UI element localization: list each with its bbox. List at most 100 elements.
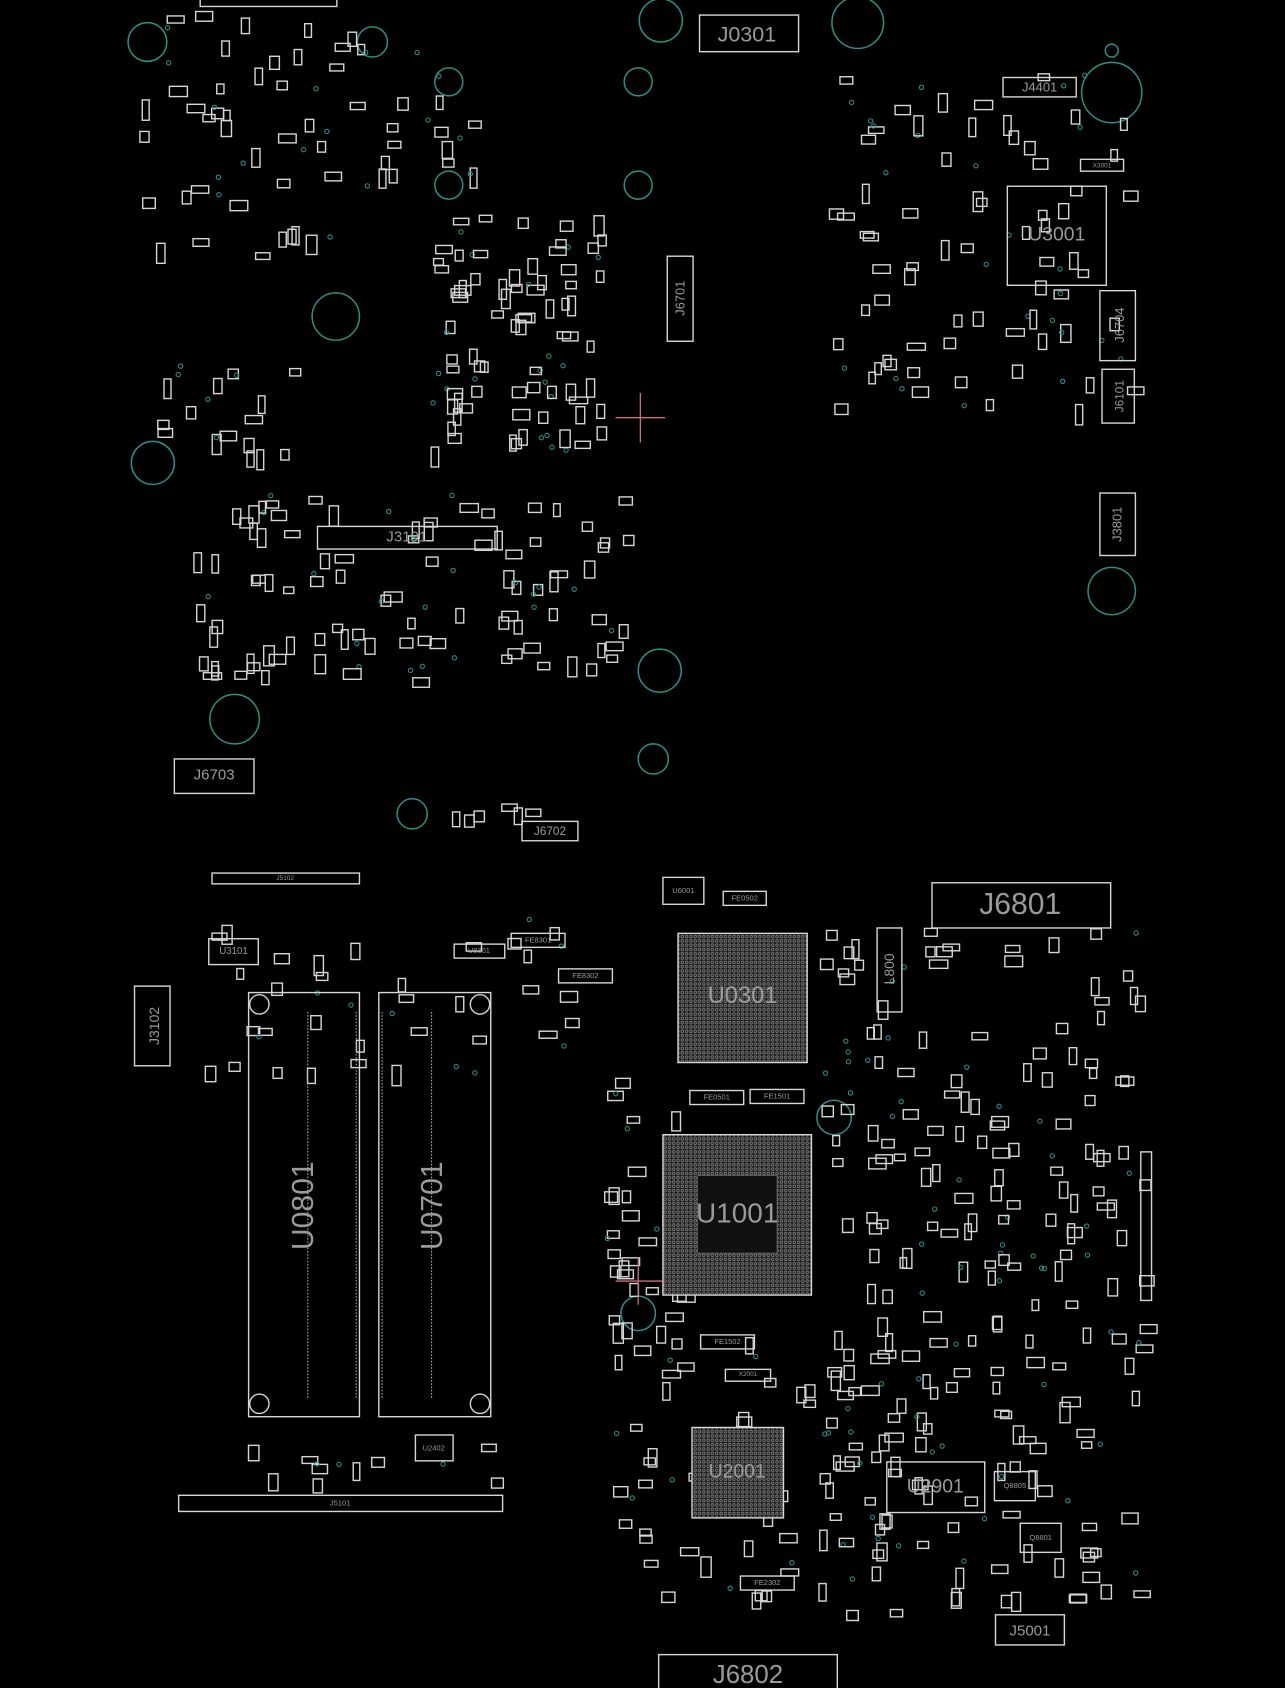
smd-component[interactable] [391,1064,402,1087]
component-J6701[interactable]: J6701 [666,255,694,342]
smd-component[interactable] [612,1322,625,1344]
smd-component[interactable] [861,304,871,317]
smd-component[interactable] [340,629,349,650]
smd-component[interactable] [751,1592,762,1610]
component-U0301[interactable]: U0301 [677,932,808,1064]
smd-component[interactable] [219,430,238,442]
smd-component[interactable] [1002,1510,1021,1519]
smd-component[interactable] [1119,117,1128,131]
smd-component[interactable] [1061,1396,1082,1408]
smd-component[interactable] [425,556,439,567]
smd-component[interactable] [984,1260,997,1269]
smd-component[interactable] [163,378,172,400]
smd-component[interactable] [639,1534,653,1544]
smd-component[interactable] [537,661,551,671]
smd-component[interactable] [264,573,274,593]
smd-component[interactable] [211,665,220,677]
smd-component[interactable] [1029,309,1038,330]
smd-component[interactable] [947,1522,960,1534]
smd-component[interactable] [1070,109,1081,125]
smd-component[interactable] [285,636,296,656]
smd-component[interactable] [835,1461,855,1472]
smd-component[interactable] [1074,403,1084,426]
smd-component[interactable] [591,614,608,626]
smd-component[interactable] [196,604,206,623]
smd-component[interactable] [1090,928,1103,940]
smd-component[interactable] [943,337,957,350]
smd-component[interactable] [819,1529,828,1552]
smd-component[interactable] [1006,1200,1021,1210]
component-U2402[interactable]: U2402 [414,1434,454,1462]
smd-component[interactable] [967,1213,978,1233]
smd-component[interactable] [871,1451,882,1464]
smd-component[interactable] [310,1015,322,1031]
smd-component[interactable] [665,1312,684,1323]
smd-component[interactable] [412,677,431,688]
smd-component[interactable] [612,1485,629,1498]
smd-component[interactable] [671,1338,683,1350]
smd-component[interactable] [977,1135,988,1150]
smd-component[interactable] [679,1547,700,1557]
smd-component[interactable] [1058,1181,1069,1199]
smd-component[interactable] [561,297,570,311]
component-U2001[interactable]: U2001 [691,1426,785,1519]
smd-component[interactable] [548,246,567,256]
smd-component[interactable] [1088,1067,1098,1080]
smd-component[interactable] [455,995,465,1013]
smd-component[interactable] [268,653,287,665]
component-J3102[interactable]: J3102 [133,985,171,1067]
component-FE1501[interactable]: FE1501 [749,1088,805,1105]
smd-component[interactable] [897,1067,915,1078]
smd-component[interactable] [192,237,210,248]
smd-component[interactable] [851,939,860,960]
smd-component[interactable] [618,1519,633,1529]
smd-component[interactable] [435,244,454,255]
smd-component[interactable] [841,1218,854,1234]
component-J5101[interactable]: J5101 [177,1494,504,1513]
smd-component[interactable] [349,101,366,111]
smd-component[interactable] [876,1542,888,1562]
smd-component[interactable] [596,426,608,441]
smd-component[interactable] [451,811,461,828]
smd-component[interactable] [211,932,228,941]
smd-component[interactable] [885,1333,894,1353]
smd-component[interactable] [881,1138,895,1149]
smd-component[interactable] [548,608,559,622]
smd-component[interactable] [513,807,523,826]
smd-component[interactable] [312,1478,324,1494]
smd-component[interactable] [231,508,242,525]
smd-component[interactable] [1053,289,1070,300]
smd-component[interactable] [875,1154,894,1165]
smd-component[interactable] [193,552,203,574]
smd-component[interactable] [383,591,403,603]
smd-component[interactable] [616,1269,635,1280]
smd-component[interactable] [157,427,174,438]
smd-component[interactable] [839,973,856,986]
smd-component[interactable] [843,946,855,960]
smd-component[interactable] [923,1310,943,1323]
smd-component[interactable] [435,95,444,111]
smd-component[interactable] [481,508,495,519]
smd-component[interactable] [141,99,150,121]
smd-component[interactable] [552,503,561,518]
smd-component[interactable] [291,226,300,246]
smd-component[interactable] [1107,1278,1119,1297]
component-J5102[interactable]: J5102 [211,872,361,885]
component-J4401[interactable]: J4401 [1002,76,1077,98]
smd-component[interactable] [222,109,231,122]
smd-component[interactable] [378,168,387,189]
smd-component[interactable] [209,626,219,648]
smd-component[interactable] [565,383,577,401]
smd-component[interactable] [511,580,522,596]
smd-component[interactable] [973,99,994,111]
smd-component[interactable] [595,270,605,283]
smd-component[interactable] [1059,1249,1073,1261]
smd-component[interactable] [1055,1118,1072,1130]
smd-component[interactable] [491,310,505,319]
smd-component[interactable] [1082,1571,1101,1584]
smd-component[interactable] [289,367,302,377]
smd-component[interactable] [864,1497,876,1506]
smd-component[interactable] [467,120,482,129]
smd-component[interactable] [559,990,579,1003]
smd-component[interactable] [564,1017,580,1029]
